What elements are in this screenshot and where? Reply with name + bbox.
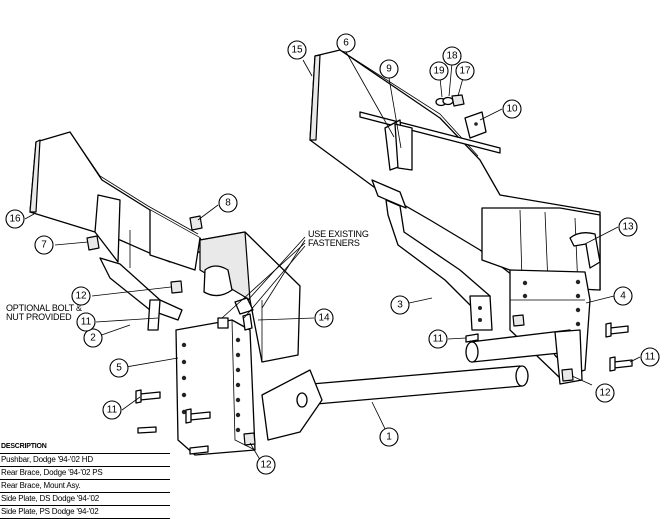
- callout-14: 14: [314, 308, 334, 328]
- callout-8-label: 8: [225, 198, 231, 209]
- callout-2-label: 2: [90, 333, 96, 344]
- callout-19: 19: [429, 61, 449, 81]
- callout-6: 6: [336, 33, 356, 53]
- callout-11d-label: 11: [645, 352, 656, 363]
- callout-1: 1: [379, 427, 399, 447]
- callout-5-label: 5: [116, 363, 122, 374]
- parts-table-header: DESCRIPTION: [0, 441, 170, 454]
- callout-11b-label: 11: [81, 317, 92, 328]
- callout-12b-label: 12: [599, 388, 611, 399]
- right-rear-brace: [385, 199, 493, 331]
- callout-10-label: 10: [506, 104, 518, 115]
- callout-15-label: 15: [291, 45, 303, 56]
- callout-3: 3: [390, 295, 410, 315]
- callout-13: 13: [618, 217, 638, 237]
- top-hardware: [435, 94, 465, 107]
- parts-description-table: DESCRIPTION Pushbar, Dodge '94-'02 HD Re…: [0, 441, 170, 519]
- callout-1-label: 1: [386, 432, 392, 443]
- callout-8: 8: [218, 193, 238, 213]
- hook-part: [569, 232, 601, 269]
- callout-7-label: 7: [41, 240, 47, 251]
- callout-10: 10: [502, 99, 522, 119]
- parts-table-row: Side Plate, PS Dodge '94-'02: [0, 506, 170, 519]
- callout-12a: 12: [71, 286, 91, 306]
- callout-18-label: 18: [446, 51, 458, 62]
- leader-lines: [24, 51, 641, 464]
- callout-3-label: 3: [397, 300, 403, 311]
- callout-4-label: 4: [620, 291, 626, 302]
- parts-table-row: Rear Brace, Dodge '94-'02 PS: [0, 467, 170, 480]
- parts-table-row: Pushbar, Dodge '94-'02 HD: [0, 454, 170, 467]
- crossbar-pin: [359, 111, 501, 171]
- callout-11c-label: 11: [433, 334, 444, 345]
- callout-6-label: 6: [343, 38, 349, 49]
- callout-13-label: 13: [622, 222, 634, 233]
- callout-12a-label: 12: [75, 291, 87, 302]
- optional-bolt-note-line1: OPTIONAL BOLT &: [6, 303, 82, 313]
- left-side-plate: [175, 319, 256, 456]
- callout-15: 15: [287, 40, 307, 60]
- callout-5: 5: [109, 358, 129, 378]
- callout-12b: 12: [595, 383, 615, 403]
- use-existing-note-line2: FASTENERS: [308, 238, 360, 248]
- callout-19-label: 19: [433, 66, 445, 77]
- callout-16: 16: [5, 209, 25, 229]
- left-frame-rail: [29, 131, 206, 271]
- callout-16-label: 16: [9, 214, 21, 225]
- callout-2: 2: [83, 328, 103, 348]
- callout-11b: 11: [76, 312, 96, 332]
- callout-17: 17: [455, 61, 475, 81]
- left-hardware: [86, 215, 254, 331]
- callout-7: 7: [34, 235, 54, 255]
- parts-table-row: Side Plate, DS Dodge '94-'02: [0, 493, 170, 506]
- callout-11a-label: 11: [107, 405, 118, 416]
- left-rear-brace: [99, 257, 183, 331]
- callout-14-label: 14: [318, 313, 330, 324]
- parts-table-row: Rear Brace, Mount Asy.: [0, 480, 170, 493]
- bolts: [135, 314, 633, 455]
- callout-11a: 11: [102, 400, 122, 420]
- callout-9-label: 9: [386, 64, 392, 75]
- left-mount-box: [199, 231, 301, 363]
- use-existing-note-line1: USE EXISTING: [308, 229, 369, 239]
- callout-18: 18: [442, 46, 462, 66]
- callout-11c: 11: [428, 329, 448, 349]
- right-frame-rail: [309, 49, 601, 291]
- callout-4: 4: [613, 286, 633, 306]
- callout-11d: 11: [640, 347, 660, 367]
- callout-12c: 12: [256, 455, 276, 475]
- pushbar-tube: [261, 329, 583, 441]
- callout-9: 9: [379, 59, 399, 79]
- callout-12c-label: 12: [260, 460, 272, 471]
- optional-bolt-note-line2: NUT PROVIDED: [6, 312, 72, 322]
- callout-17-label: 17: [459, 66, 471, 77]
